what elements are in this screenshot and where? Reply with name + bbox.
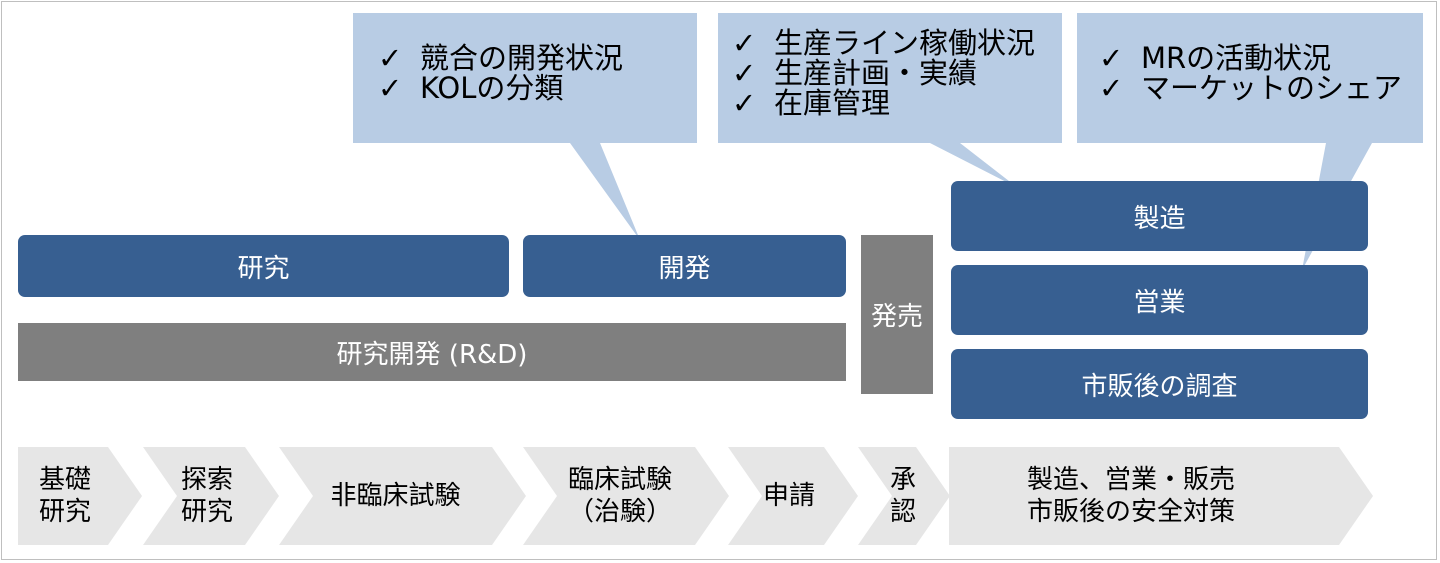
post-marketing-survey-box: 市販後の調査 <box>951 349 1368 419</box>
process-step-clinical-trial: 臨床試験 （治験） <box>523 447 729 545</box>
process-step-nonclinical: 非臨床試験 <box>279 447 526 545</box>
research-box: 研究 <box>18 235 509 297</box>
callout-item: ✓マーケットのシェア <box>1099 71 1403 105</box>
callout-item: ✓在庫管理 <box>732 86 891 120</box>
process-step-basic-research: 基礎 研究 <box>18 447 142 545</box>
callout-list-development: ✓競合の開発状況 ✓KOLの分類 <box>378 43 623 103</box>
rnd-bar: 研究開発 (R&D) <box>18 323 846 381</box>
development-box: 開発 <box>523 235 846 297</box>
check-icon: ✓ <box>378 71 403 105</box>
manufacturing-box: 製造 <box>951 181 1368 251</box>
callout-item: ✓競合の開発状況 <box>378 41 624 75</box>
check-icon: ✓ <box>1099 71 1124 105</box>
callout-item: ✓生産計画・実績 <box>732 56 978 90</box>
check-icon: ✓ <box>732 56 757 90</box>
process-step-post-approval: 製造、営業・販売 市販後の安全対策 <box>949 447 1373 545</box>
sales-box: 営業 <box>951 265 1368 335</box>
callout-item: ✓KOLの分類 <box>378 71 564 105</box>
check-icon: ✓ <box>378 41 403 75</box>
callout-item: ✓生産ライン稼働状況 <box>732 26 1036 60</box>
callout-list-sales: ✓MRの活動状況 ✓マーケットのシェア <box>1099 43 1402 103</box>
check-icon: ✓ <box>1099 41 1124 75</box>
launch-box: 発売 <box>861 235 933 394</box>
callout-item: ✓MRの活動状況 <box>1099 41 1332 75</box>
check-icon: ✓ <box>732 86 757 120</box>
callout-list-manufacturing: ✓生産ライン稼働状況 ✓生産計画・実績 ✓在庫管理 <box>732 28 1035 118</box>
check-icon: ✓ <box>732 26 757 60</box>
